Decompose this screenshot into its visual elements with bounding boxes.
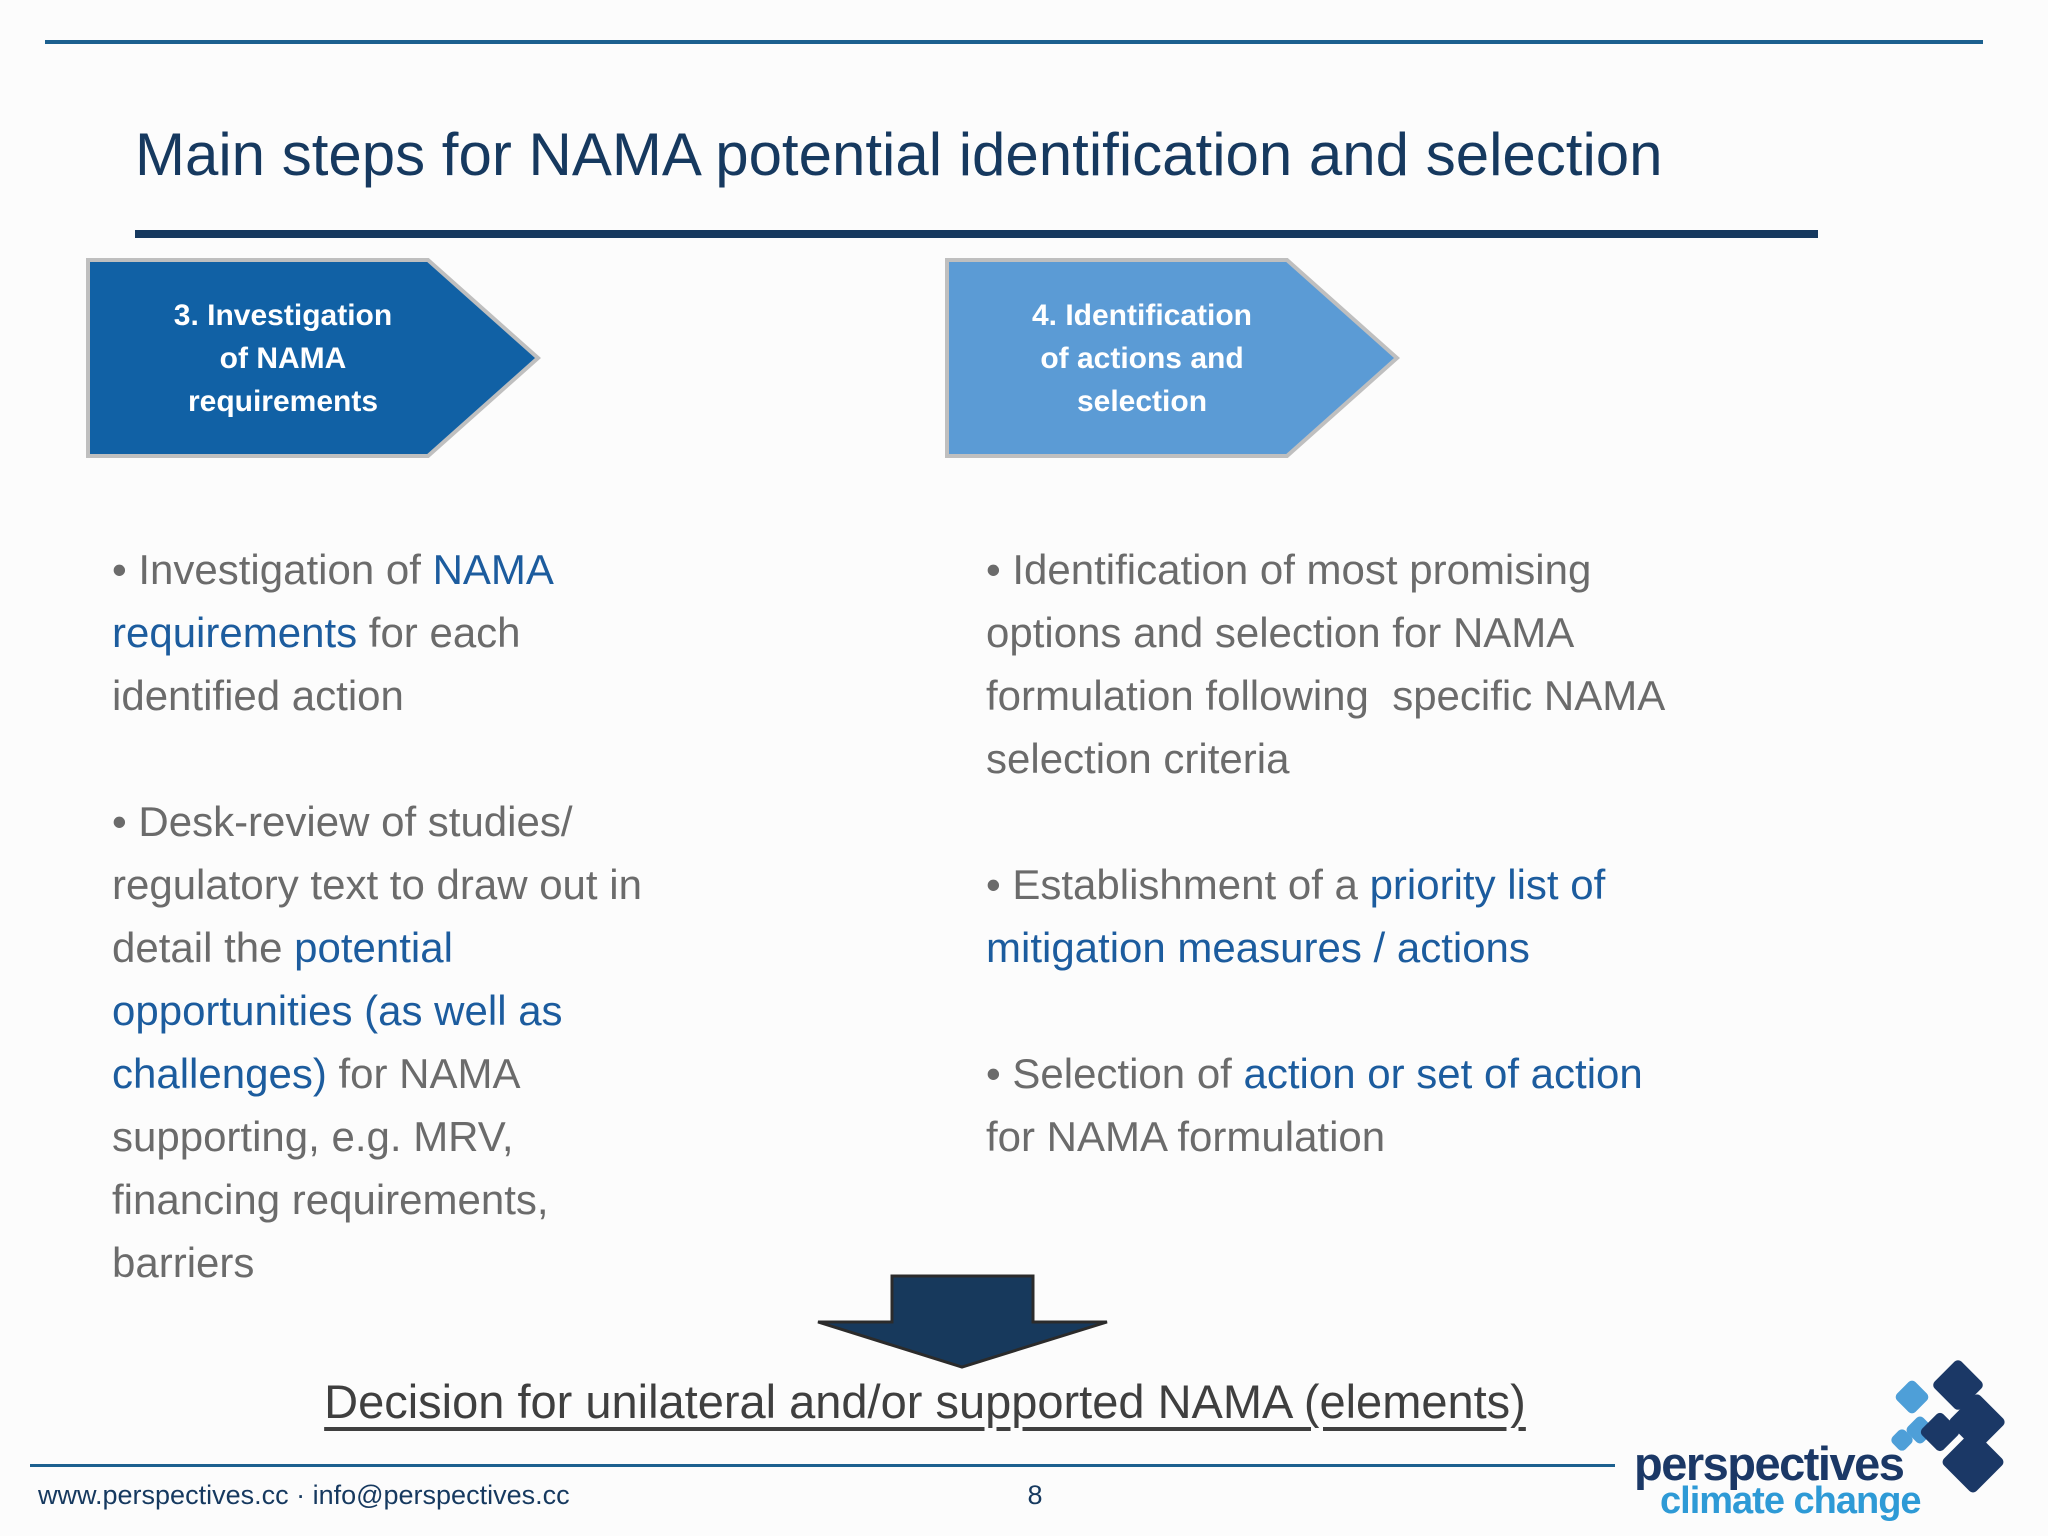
bullet-text-segment: priority list of mitigation measures / a… bbox=[986, 861, 1606, 971]
bullet-item: • Selection of action or set of action f… bbox=[986, 1042, 1686, 1168]
down-arrow-icon bbox=[817, 1274, 1108, 1369]
footer-contact: www.perspectives.cc · info@perspectives.… bbox=[38, 1480, 570, 1510]
bullet-text-segment: action or set of action bbox=[1243, 1050, 1643, 1097]
bullet-item: • Establishment of a priority list of mi… bbox=[986, 853, 1686, 979]
bullet-text-segment: Investigation of bbox=[138, 546, 433, 593]
bullet-text-segment: Selection of bbox=[1012, 1050, 1244, 1097]
bullet-marker: • bbox=[986, 861, 1013, 908]
bullet-marker: • bbox=[112, 798, 139, 845]
bullet-marker: • bbox=[112, 546, 139, 593]
bullet-text-segment: Desk-review of studies/ regulatory text … bbox=[112, 798, 642, 971]
bullet-text-segment: for NAMA formulation bbox=[986, 1113, 1386, 1160]
logo-tagline: climate change bbox=[1660, 1480, 1922, 1522]
footer-rule bbox=[30, 1464, 1615, 1467]
bullet-text-segment: for each identified action bbox=[112, 609, 521, 719]
bullet-item: • Investigation of NAMA requirements for… bbox=[112, 538, 752, 727]
logo-wordmark: perspectives bbox=[1634, 1437, 1905, 1490]
decision-text: Decision for unilateral and/or supported… bbox=[324, 1375, 1526, 1428]
bullet-item: • Identification of most promising optio… bbox=[986, 538, 1686, 790]
bullet-item: • Desk-review of studies/ regulatory tex… bbox=[112, 790, 752, 1294]
bullet-text-segment: Establishment of a bbox=[1012, 861, 1370, 908]
bullet-marker: • bbox=[986, 546, 1013, 593]
left-bullet-list: • Investigation of NAMA requirements for… bbox=[112, 538, 752, 1294]
bullet-text-segment: NAMA requirements bbox=[112, 546, 554, 656]
logo-diamond-icon bbox=[1893, 1378, 1931, 1416]
step3-arrow-label: 3. Investigation of NAMA requirements bbox=[173, 299, 393, 418]
bullet-text-segment: potential opportunities (as well as chal… bbox=[112, 924, 563, 1097]
step4-arrow-label: 4. Identification of actions and selecti… bbox=[1031, 299, 1253, 418]
top-rule bbox=[45, 40, 1983, 44]
bullet-text-segment: Identification of most promising options… bbox=[986, 546, 1666, 782]
step4-arrow-shape bbox=[945, 258, 1401, 458]
page-title: Main steps for NAMA potential identifica… bbox=[135, 121, 1663, 188]
title-underline bbox=[135, 230, 1818, 238]
perspectives-logo: perspectives climate change bbox=[1630, 1340, 2040, 1530]
page-number: 8 bbox=[1027, 1480, 1043, 1510]
bullet-text-segment: for NAMA supporting, e.g. MRV, financing… bbox=[112, 1050, 549, 1286]
step3-arrow-shape bbox=[86, 258, 542, 458]
bullet-marker: • bbox=[986, 1050, 1013, 1097]
right-bullet-list: • Identification of most promising optio… bbox=[986, 538, 1686, 1168]
decision-banner: Decision for unilateral and/or supported… bbox=[230, 1374, 1620, 1430]
